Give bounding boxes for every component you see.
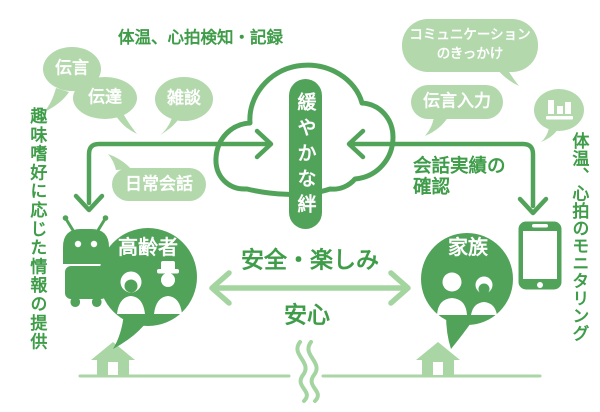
- bubble-dengon-tail: [44, 88, 69, 112]
- family-balloon: [421, 233, 513, 349]
- left-vertical-label: 趣味嗜好に応じた情報の提供: [26, 107, 47, 352]
- bubble-nichijo-kaiwa: [112, 168, 206, 201]
- speech-bubbles: [43, 19, 584, 201]
- bubble-zatsudan-label: 雑談: [167, 88, 201, 109]
- kaiwa-jisseki-label: 会話実績の 確認: [413, 156, 506, 198]
- arrowhead-down-icon: [517, 196, 549, 216]
- smartphone-icon: [515, 218, 565, 293]
- family-couple-icon: [437, 272, 497, 315]
- bubble-nichijo-kaiwa-label: 日常会話: [125, 174, 193, 195]
- bubble-dentatsu-label: 伝達: [88, 87, 122, 108]
- right-elbow-arrow: [346, 128, 549, 216]
- wave-break-icon: [295, 340, 320, 403]
- left-elbow-arrow: [73, 128, 274, 213]
- bubble-dengon-nyuryoku-tail: [425, 117, 448, 136]
- bubble-zatsudan: [155, 77, 213, 121]
- arrowhead-down-icon: [73, 193, 105, 213]
- bubble-dengon-nyuryoku: [411, 85, 503, 119]
- arrowhead-right-icon: [388, 270, 411, 306]
- bubble-dentatsu: [73, 77, 137, 119]
- bar-chart-icon: [546, 100, 573, 120]
- bubble-zatsudan-tail: [160, 117, 180, 135]
- between-top-label: 安全・楽しみ: [241, 247, 379, 274]
- elderly-balloon: [99, 228, 197, 349]
- bubble-dengon-nyuryoku-label: 伝言入力: [423, 91, 491, 112]
- elderly-label: 高齢者: [118, 235, 178, 259]
- house-icon-left: [91, 342, 135, 375]
- arrowhead-left-icon: [346, 128, 366, 160]
- arrowhead-right-icon: [254, 128, 274, 160]
- house-icon-right: [416, 342, 460, 375]
- bubble-nichijo-kaiwa-tail: [108, 154, 131, 170]
- bubble-dentatsu-tail: [116, 111, 137, 134]
- between-bottom-label: 安心: [284, 302, 330, 329]
- right-vertical-label: 体温、心拍のモニタリング: [568, 132, 589, 342]
- family-label: 家族: [448, 235, 488, 259]
- bubble-communication-line1: コミュニケーション: [409, 27, 531, 44]
- top-title: 体温、心拍検知・記録: [118, 28, 283, 47]
- bubble-communication: [402, 19, 538, 72]
- bubble-communication-line2: のきっかけ: [436, 46, 504, 62]
- elderly-couple-icon: [117, 261, 182, 314]
- bubble-dengon-label: 伝言: [55, 58, 89, 79]
- bubble-communication-tail: [496, 62, 519, 86]
- robot-icon: [62, 215, 109, 307]
- double-arrow: [209, 270, 411, 306]
- bubble-bar-chart-tail: [541, 128, 558, 142]
- bubble-dengon: [43, 47, 101, 91]
- cloud-label-pill: [289, 79, 322, 229]
- arrowhead-left-icon: [209, 270, 232, 306]
- cloud-label: 緩やかな絆: [294, 92, 317, 220]
- bubble-communication-label: コミュニケーション のきっかけ: [409, 26, 530, 64]
